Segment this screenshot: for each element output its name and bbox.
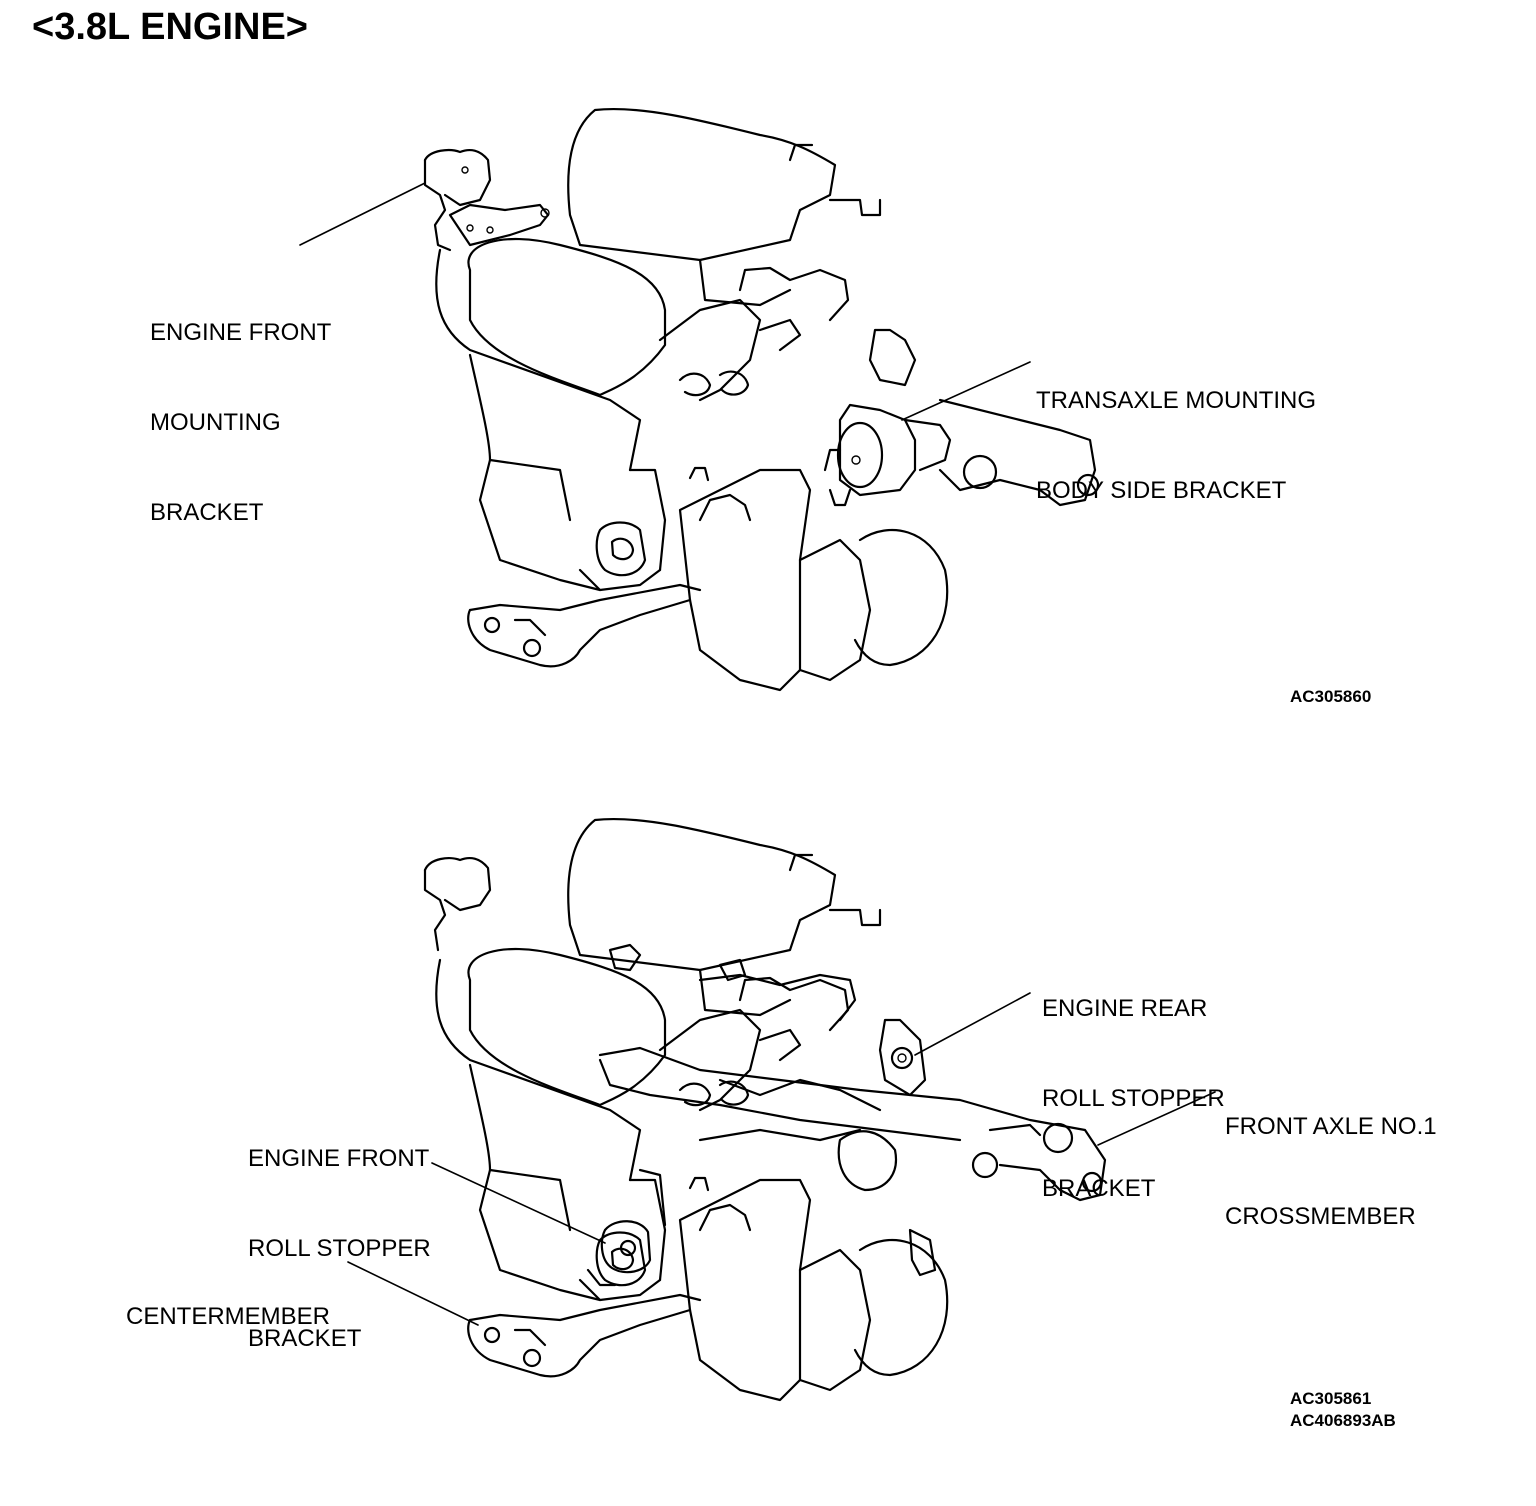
label-front-axle-no1-crossmember: FRONT AXLE NO.1 CROSSMEMBER — [1225, 1113, 1437, 1230]
figure-2-engine-drawing — [347, 817, 1216, 1402]
label-engine-front-roll-stopper-bracket: ENGINE FRONT ROLL STOPPER BRACKET — [248, 1145, 431, 1352]
label-engine-rear-roll-stopper-bracket: ENGINE REAR ROLL STOPPER BRACKET — [1042, 995, 1225, 1202]
page-title: <3.8L ENGINE> — [32, 6, 308, 48]
figure-code-2: AC305861 AC406893AB — [1290, 1389, 1396, 1430]
figure-code-1: AC305860 — [1290, 687, 1372, 706]
label-transaxle-mounting-body-side-bracket: TRANSAXLE MOUNTING BODY SIDE BRACKET — [1036, 387, 1317, 504]
label-centermember: CENTERMEMBER — [126, 1303, 331, 1330]
label-engine-front-mounting-bracket: ENGINE FRONT MOUNTING BRACKET — [150, 319, 332, 526]
figure-1-engine-drawing — [299, 107, 1100, 692]
